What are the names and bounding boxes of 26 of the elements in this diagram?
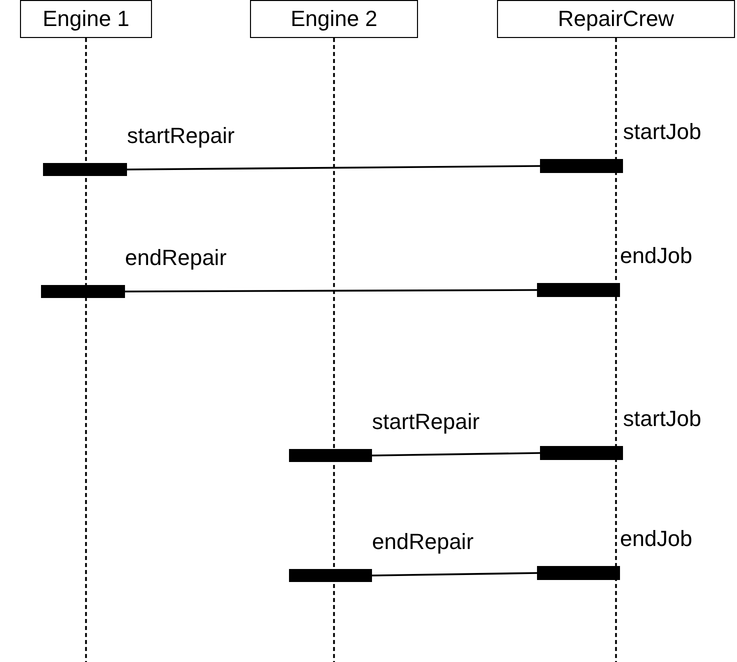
activation-bar [41, 285, 125, 298]
message-label: endRepair [125, 245, 227, 271]
lifeline [85, 38, 87, 662]
activation-bar [537, 566, 620, 580]
message-line [125, 289, 537, 292]
activation-bar [540, 159, 623, 173]
message-label: startJob [623, 406, 702, 432]
message-line [372, 452, 540, 456]
message-label: startRepair [372, 409, 480, 435]
message-label: endJob [620, 526, 692, 552]
message-label: endRepair [372, 529, 474, 555]
message-label: startRepair [127, 123, 235, 149]
lifeline-header-box: Engine 2 [250, 0, 418, 38]
activation-bar [289, 569, 372, 582]
message-label: endJob [620, 243, 692, 269]
activation-bar [537, 283, 620, 297]
activation-bar [289, 449, 372, 462]
activation-bar [43, 163, 127, 176]
lifeline-header-box: RepairCrew [497, 0, 735, 38]
lifeline-header-box: Engine 1 [20, 0, 152, 38]
message-line [127, 165, 540, 170]
message-label: startJob [623, 119, 702, 145]
lifeline [615, 38, 617, 662]
message-line [372, 572, 538, 576]
activation-bar [540, 446, 623, 460]
lifeline [333, 38, 335, 662]
